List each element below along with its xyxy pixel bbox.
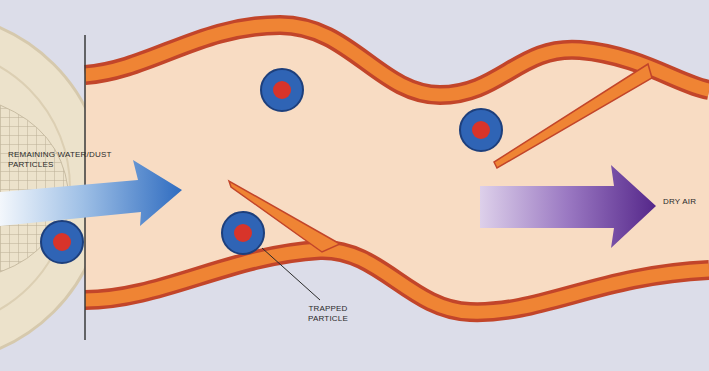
part-label: DRY AIR xyxy=(663,197,697,207)
inflow-arrow xyxy=(0,160,182,226)
bottom-wall-edge xyxy=(85,250,709,312)
particle-core xyxy=(234,224,252,242)
particle-core xyxy=(273,81,291,99)
part-label: TRAPPED PARTICLE xyxy=(300,304,356,324)
particle xyxy=(222,212,264,254)
dry-air-arrow xyxy=(480,165,656,248)
particle-core xyxy=(53,233,71,251)
particle xyxy=(460,109,502,151)
particle xyxy=(41,221,83,263)
particles xyxy=(41,69,502,263)
duct-interior xyxy=(85,25,709,312)
particle xyxy=(261,69,303,111)
bottom-wall xyxy=(85,250,709,312)
particle-core xyxy=(472,121,490,139)
leader-line xyxy=(262,248,320,300)
part-label: REMAINING WATER/DUST PARTICLES xyxy=(8,150,120,170)
upper-baffle xyxy=(494,64,652,168)
